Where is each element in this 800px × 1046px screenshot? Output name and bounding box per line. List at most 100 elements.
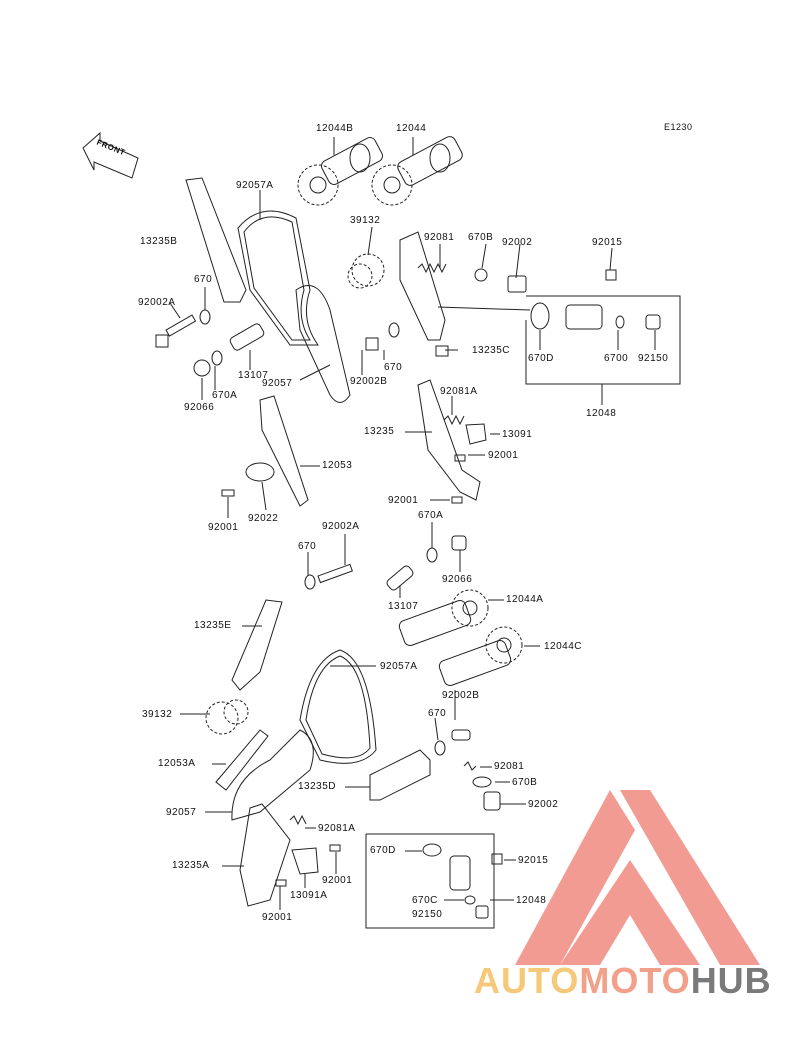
part-label: 670C — [412, 895, 438, 906]
watermark-part2: MOTO — [579, 960, 691, 1001]
bracket-13091 — [465, 423, 487, 445]
guide-12053A — [215, 729, 269, 791]
part-label: 670 — [384, 362, 403, 373]
tensioner-box-b — [365, 833, 495, 929]
bolt-92001-b — [451, 496, 463, 504]
plug-92066-b — [451, 535, 467, 551]
watermark-text: AUTOMOTOHUB — [474, 960, 772, 1002]
part-label: 92057A — [236, 180, 274, 191]
part-label: 39132 — [142, 709, 173, 720]
plug-92066-top — [193, 359, 211, 377]
guide-12053 — [259, 395, 309, 507]
part-label: 92081A — [440, 386, 478, 397]
oring-670B-top — [474, 268, 488, 282]
guide-13235E — [231, 599, 283, 691]
part-label: 92081 — [424, 232, 455, 243]
part-label: 92015 — [592, 237, 623, 248]
part-label: 670 — [194, 274, 213, 285]
chain-92057A-b — [299, 649, 377, 764]
bolt-92001-d — [329, 844, 341, 852]
spring-92081-b — [463, 761, 477, 771]
part-label: 670A — [418, 510, 444, 521]
part-label: 13235E — [194, 620, 232, 631]
part-label: 13235B — [140, 236, 178, 247]
part-label: 670 — [428, 708, 447, 719]
pin-13107-top — [229, 323, 265, 351]
part-label: 92057 — [262, 378, 293, 389]
bolt-92002B-b — [451, 729, 471, 741]
oring-670C — [464, 895, 476, 905]
part-label: 670 — [298, 541, 317, 552]
part-label: 92057A — [380, 661, 418, 672]
part-label: 670D — [370, 845, 396, 856]
chain-92057A-top — [237, 210, 319, 346]
part-label: 92002 — [528, 799, 559, 810]
spring-92081A-b — [289, 814, 307, 826]
guide-13235A — [239, 803, 291, 907]
bolt-92002-top — [507, 275, 527, 293]
bolt-92001-e — [275, 879, 287, 887]
spring-92081A-top — [443, 414, 465, 426]
oring-670B-b — [472, 776, 492, 788]
guide-13235B — [185, 177, 247, 303]
sprocket-39132-b — [205, 701, 239, 735]
part-label: 13235A — [172, 860, 210, 871]
part-label: 92002 — [502, 237, 533, 248]
part-label: 92081A — [318, 823, 356, 834]
part-label: 92057 — [166, 807, 197, 818]
bolt-92002A-top — [165, 314, 197, 337]
camshaft-12044 — [371, 136, 463, 206]
part-label: 13107 — [238, 370, 269, 381]
part-label: 92001 — [388, 495, 419, 506]
camshaft-12044C — [438, 626, 523, 686]
camshaft-12044B — [297, 137, 383, 206]
part-label: 12048 — [516, 895, 547, 906]
part-label: 92002A — [322, 521, 360, 532]
part-label: 92002A — [138, 297, 176, 308]
part-label: 92001 — [322, 875, 353, 886]
lever-13235D — [369, 749, 431, 801]
part-label: 92002B — [350, 376, 388, 387]
watermark-logo — [515, 790, 760, 965]
part-label: 92001 — [488, 450, 519, 461]
spring-92081-top — [417, 262, 447, 274]
lever-top — [399, 231, 446, 341]
watermark-part1: AUTO — [474, 960, 580, 1001]
oring-670D-b — [422, 843, 442, 857]
part-label: 92022 — [248, 513, 279, 524]
bolt-92001-c — [221, 489, 235, 497]
tensioner-12048-b — [449, 855, 471, 891]
part-label: 670B — [512, 777, 538, 788]
bolt-92002-b — [483, 791, 501, 811]
tensioner-12048-top — [565, 304, 603, 330]
part-label: 12044B — [316, 123, 354, 134]
part-label: 92150 — [638, 353, 669, 364]
cap-92150-top — [645, 314, 661, 330]
diagram-code: E1230 — [664, 122, 693, 132]
oring-670D-top — [530, 302, 550, 330]
part-label: 92081 — [494, 761, 525, 772]
pin-13107-b — [386, 565, 414, 591]
part-label: 13235C — [472, 345, 511, 356]
part-label: 92001 — [262, 912, 293, 923]
tensioner-box-top — [525, 295, 681, 385]
leader-lines — [169, 137, 656, 910]
washer-92022 — [245, 462, 275, 482]
part-label: 13091 — [502, 429, 533, 440]
front-arrow-icon — [82, 131, 139, 179]
part-label: 13107 — [388, 601, 419, 612]
part-label: 670D — [528, 353, 554, 364]
oring-670-d — [434, 740, 446, 756]
part-label: 12044 — [396, 123, 427, 134]
part-label: 92001 — [208, 522, 239, 533]
part-label: 12044A — [506, 594, 544, 605]
chain-92057-b — [231, 729, 314, 821]
part-label: 12044C — [544, 641, 583, 652]
guide-13235 — [417, 379, 481, 501]
part-label: 92066 — [184, 402, 215, 413]
part-label: 92150 — [412, 909, 443, 920]
oring-670-c — [304, 574, 316, 590]
part-label: 12053 — [322, 460, 353, 471]
oring-670-b — [388, 322, 400, 338]
